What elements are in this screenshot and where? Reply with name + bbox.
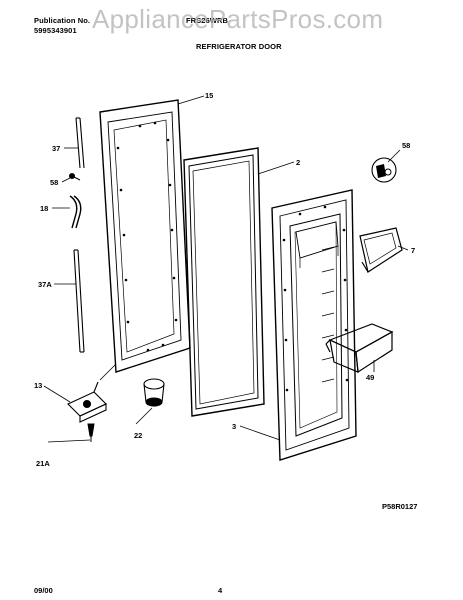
part-58-screw [371, 157, 397, 183]
part-15-frame [99, 99, 191, 373]
part-2-gasket [183, 147, 265, 417]
part-21A-screw [87, 423, 95, 442]
callout-37: 37 [52, 144, 60, 153]
watermark-logo: AppliancePartsPros.com [92, 4, 384, 34]
part-37-hinge-strip [75, 117, 85, 169]
callout-37A: 37A [38, 280, 52, 289]
part-3-door-liner [271, 189, 357, 461]
callout-58-left: 58 [50, 178, 58, 187]
part-58-left-screw [69, 173, 81, 181]
part-37A-hinge-strip [73, 249, 85, 353]
callout-18: 18 [40, 204, 48, 213]
part-49-door-bin [325, 323, 394, 374]
part-7-dairy-door [359, 227, 403, 273]
callout-15: 15 [205, 91, 213, 100]
footer-date: 09/00 [34, 586, 53, 595]
diagram-code: P58R0127 [382, 502, 418, 511]
publication-label: Publication No. [34, 16, 91, 25]
page-number: 4 [218, 586, 223, 595]
callout-2: 2 [296, 158, 300, 167]
part-22-bushing [143, 378, 165, 407]
callout-3: 3 [232, 422, 236, 431]
section-title: REFRIGERATOR DOOR [196, 42, 282, 51]
callout-7: 7 [411, 246, 415, 255]
callout-22: 22 [134, 431, 142, 440]
callout-13: 13 [34, 381, 42, 390]
callout-49: 49 [366, 373, 374, 382]
part-18-handle-rod [69, 195, 82, 229]
publication-number: 5995343901 [34, 26, 77, 35]
part-13-hinge-bracket [67, 381, 107, 423]
callout-21A: 21A [36, 459, 50, 468]
model-number: FRS26WRB [186, 16, 229, 25]
callout-58-right: 58 [402, 141, 410, 150]
leader-lines [43, 95, 409, 443]
